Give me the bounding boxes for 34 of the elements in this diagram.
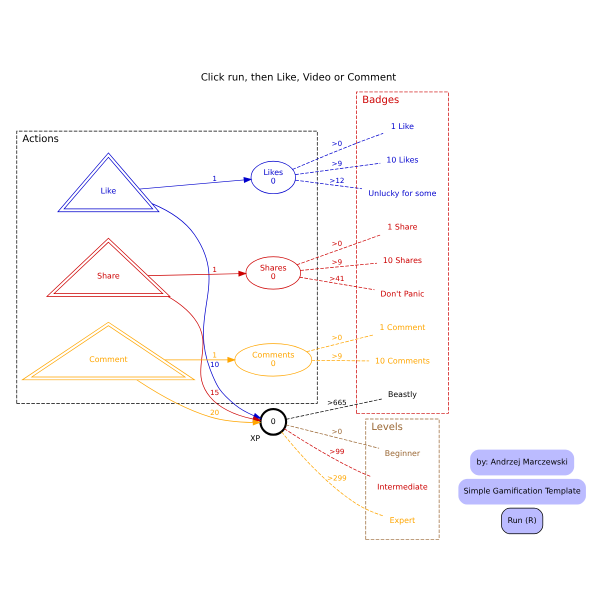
connector bbox=[286, 398, 382, 420]
arrow bbox=[164, 356, 236, 362]
arrow bbox=[139, 176, 252, 189]
edge-label: >12 bbox=[329, 176, 344, 185]
edge-label: 1 bbox=[212, 350, 217, 360]
connector bbox=[295, 179, 362, 189]
edge-label: >0 bbox=[332, 332, 342, 342]
edge-label: >99 bbox=[329, 446, 344, 456]
edge-label: >0 bbox=[332, 426, 342, 436]
edge-label: >0 bbox=[332, 138, 342, 148]
connector bbox=[285, 424, 380, 448]
connector bbox=[295, 162, 381, 174]
edge-label: 1 bbox=[212, 174, 217, 183]
connector bbox=[299, 276, 375, 290]
edge-label: >41 bbox=[329, 273, 344, 282]
edge-label: >9 bbox=[332, 256, 342, 266]
diagram-title: Click run, then Like, Video or Comment bbox=[200, 72, 396, 84]
connector bbox=[292, 132, 384, 170]
connector bbox=[311, 359, 370, 361]
edge-label: >0 bbox=[332, 238, 342, 248]
edge-label: 10 bbox=[210, 360, 220, 368]
edge-label: >665 bbox=[327, 397, 347, 406]
edge-label: 15 bbox=[210, 387, 220, 396]
connector bbox=[306, 334, 374, 352]
edge-label: >299 bbox=[327, 472, 347, 482]
edge-label: 1 bbox=[212, 264, 217, 274]
edge-label: 20 bbox=[210, 407, 220, 416]
connector bbox=[284, 428, 372, 477]
connector bbox=[281, 430, 384, 516]
connector bbox=[300, 262, 378, 270]
connector bbox=[296, 234, 382, 265]
arrow bbox=[148, 270, 248, 276]
edge-label: >9 bbox=[332, 350, 342, 360]
edge-label: >9 bbox=[332, 158, 342, 168]
